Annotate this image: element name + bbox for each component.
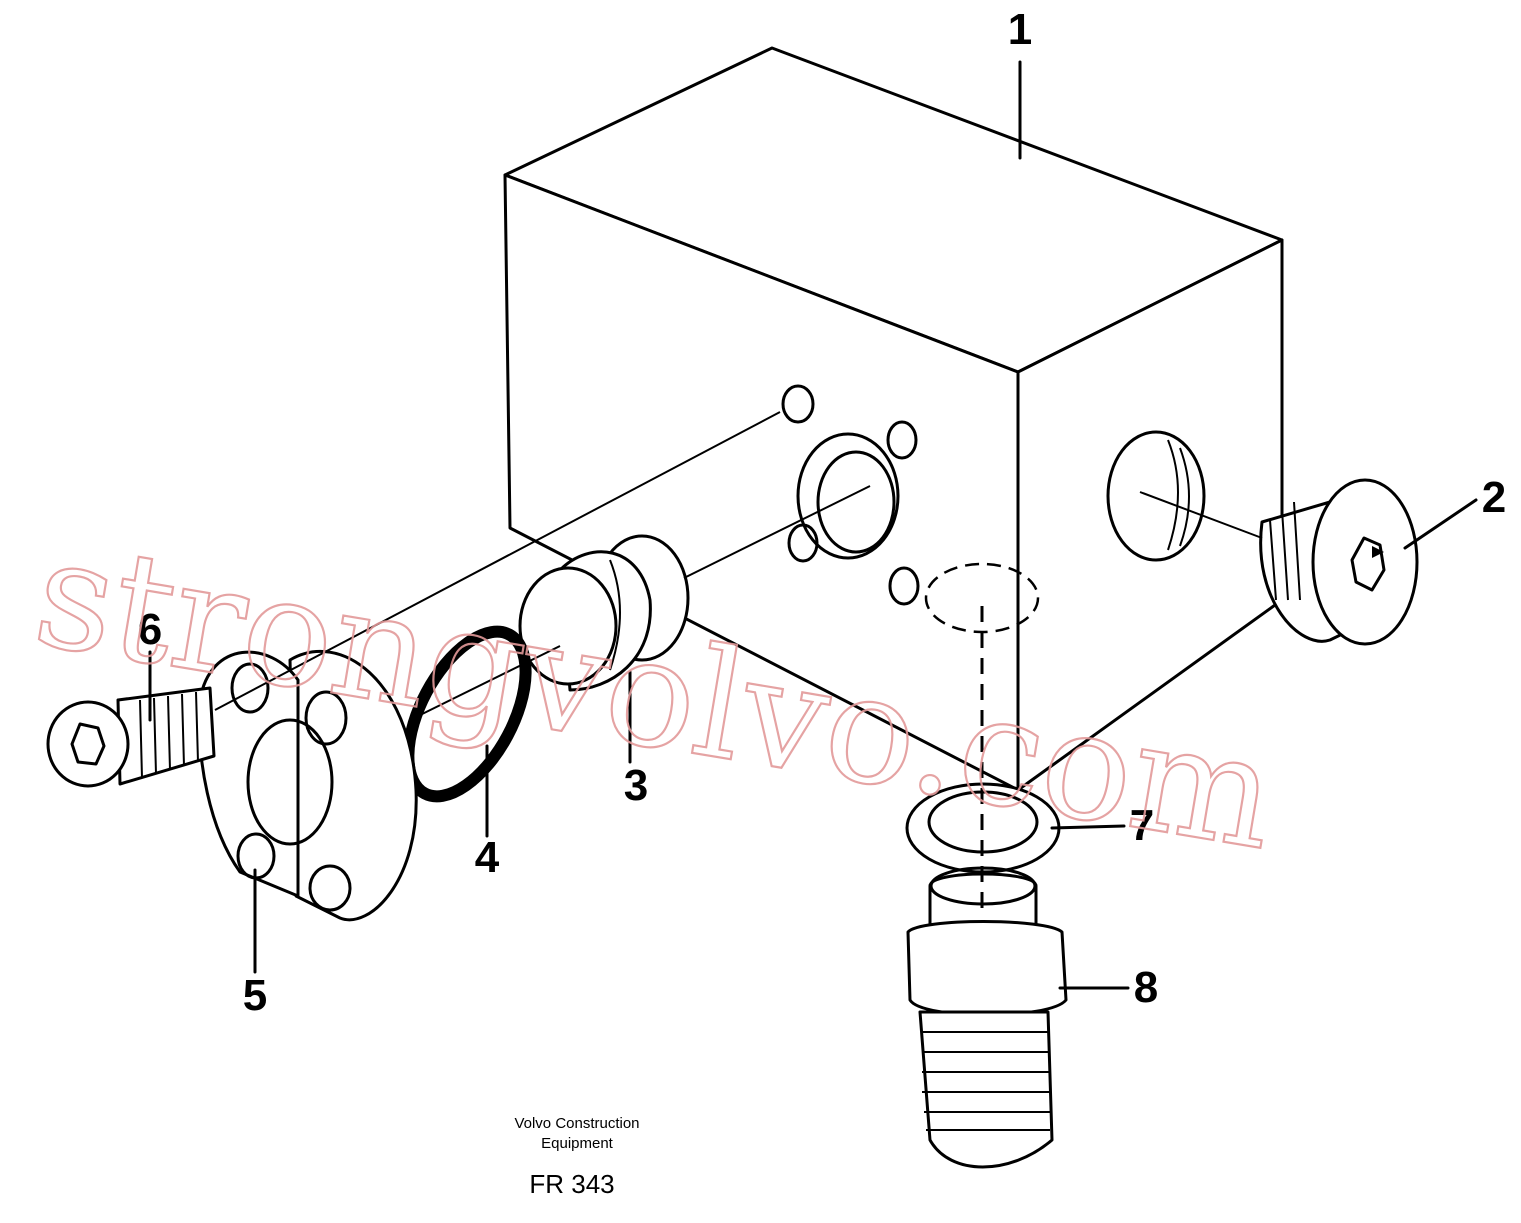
callout-6: 6 — [138, 605, 162, 654]
callout-2: 2 — [1482, 473, 1506, 522]
hex-socket — [1350, 536, 1386, 592]
callout-7: 7 — [1130, 801, 1154, 850]
leader-lines — [148, 60, 1478, 990]
figure-code: FR 343 — [529, 1169, 614, 1199]
socket-screw — [46, 686, 216, 788]
assembly-lines — [214, 411, 1263, 910]
hose-nipple — [906, 866, 1068, 1169]
callout-3: 3 — [624, 761, 648, 810]
valve-block — [503, 46, 1284, 792]
bolt-hole-top-right — [886, 420, 918, 460]
main-port — [796, 432, 900, 560]
split-flange — [197, 649, 418, 922]
credit-line-1: Volvo Construction — [514, 1115, 639, 1132]
o-ring — [402, 625, 532, 803]
side-port — [1106, 430, 1206, 562]
callout-5: 5 — [243, 971, 267, 1020]
callout-8: 8 — [1134, 963, 1158, 1012]
bolt-hole-bottom-right — [888, 566, 920, 606]
plug — [1259, 478, 1419, 646]
bolt-hole-top-left — [781, 384, 815, 424]
nipple — [518, 534, 690, 692]
callout-1: 1 — [1008, 5, 1032, 54]
callout-4: 4 — [475, 833, 500, 882]
credit-line-2: Equipment — [541, 1135, 614, 1152]
